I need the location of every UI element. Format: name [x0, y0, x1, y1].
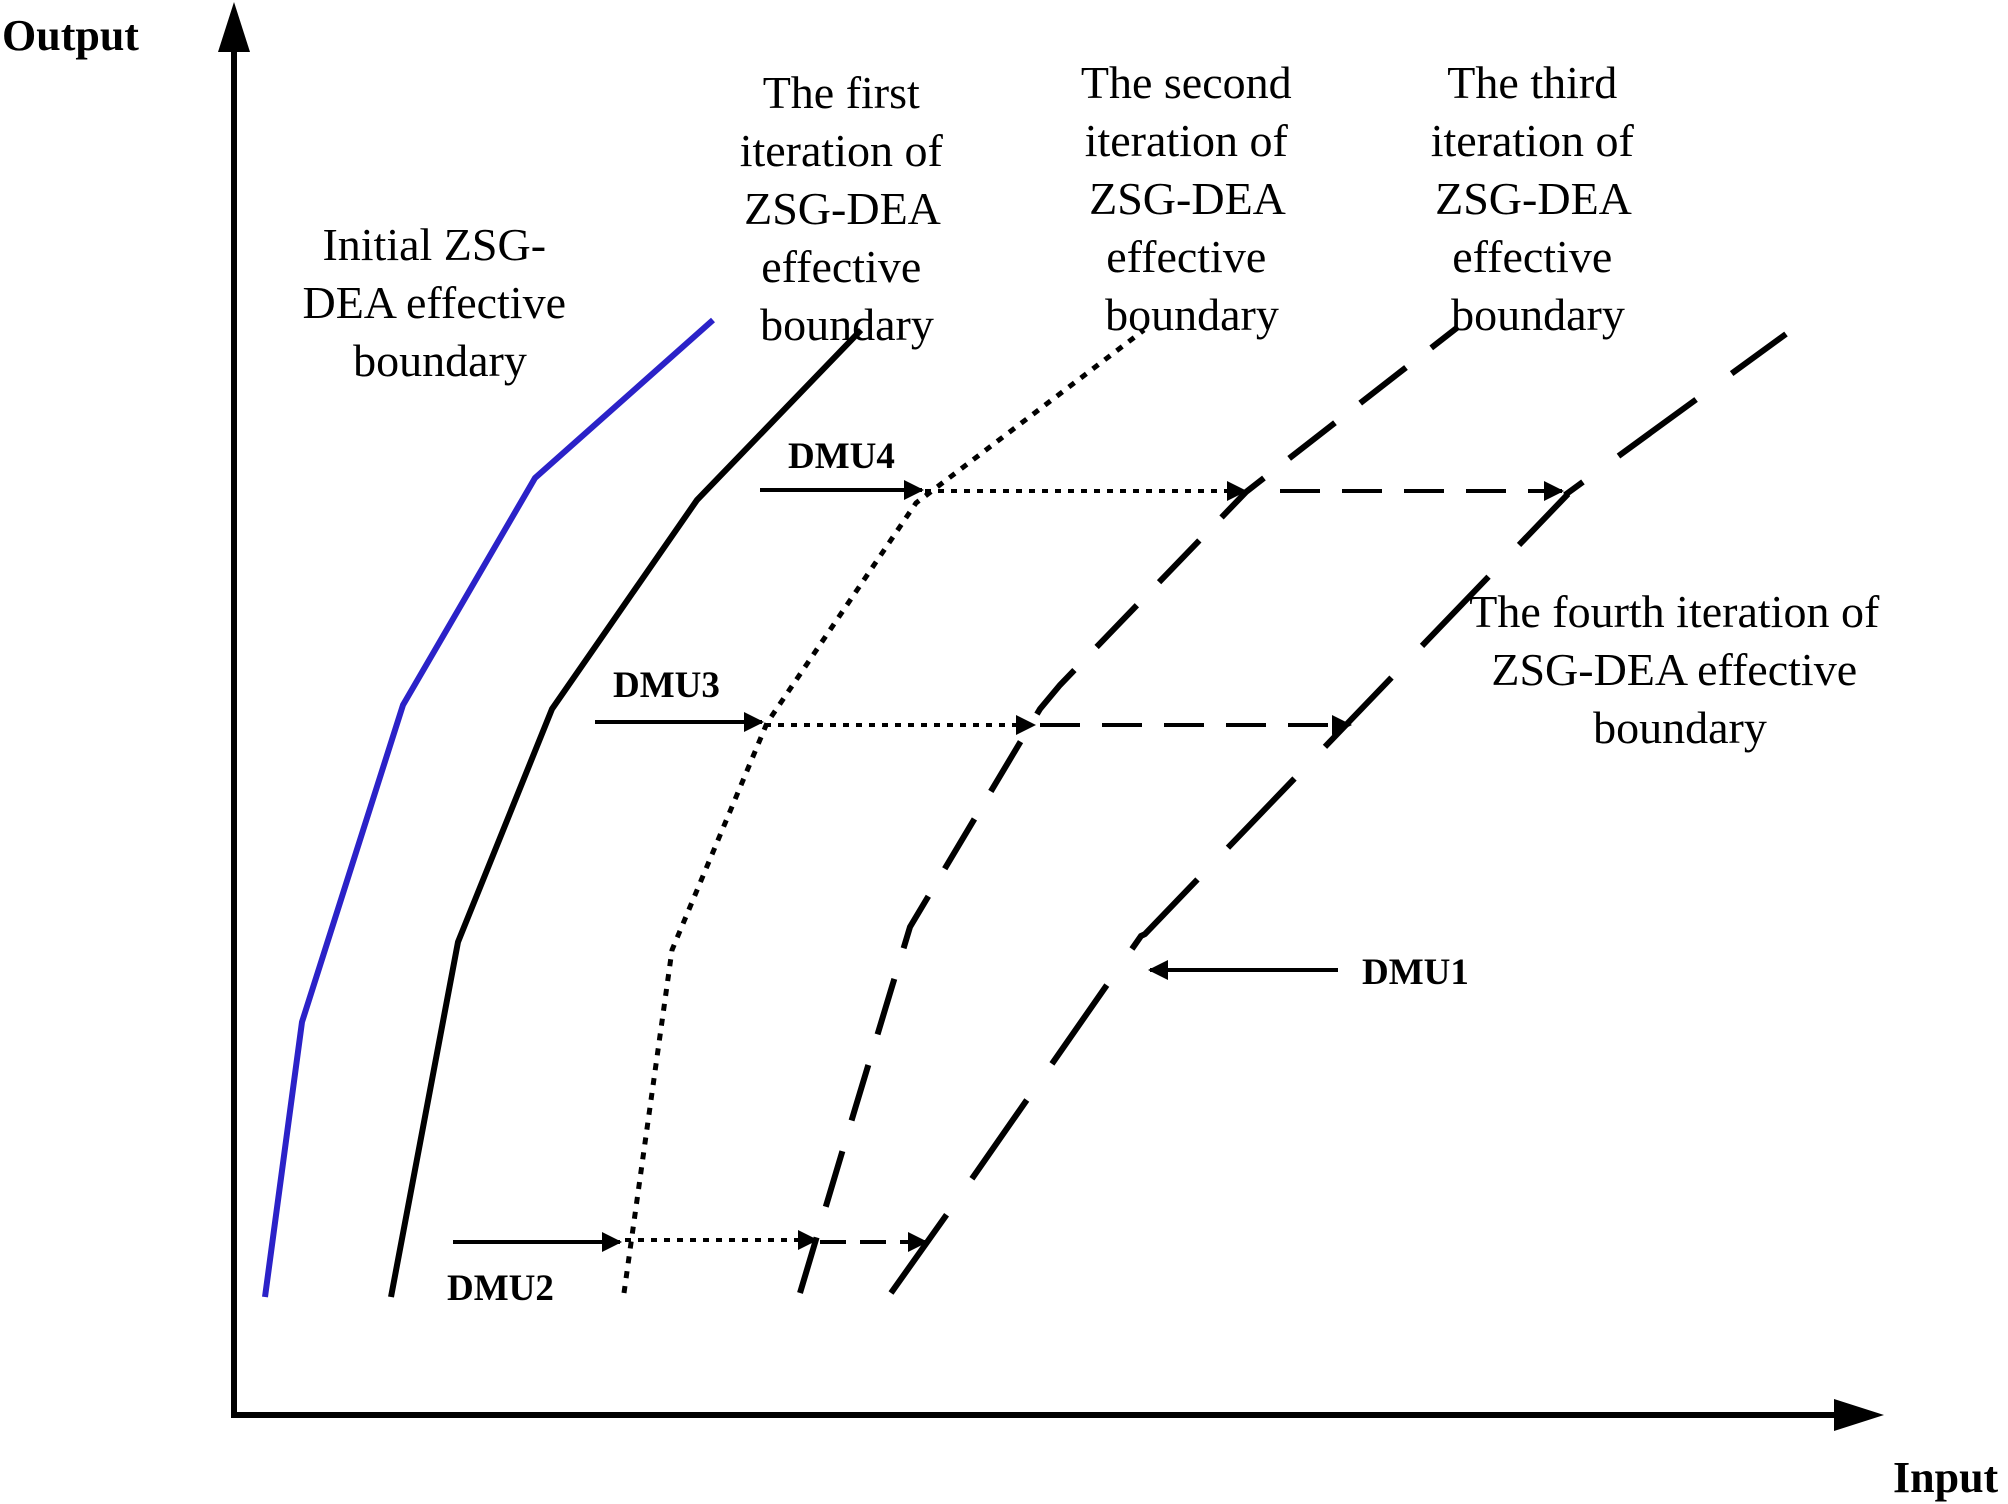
fourth-iteration-curve [888, 331, 1788, 1295]
second-iteration-label-line: boundary [1105, 289, 1279, 340]
fourth-iteration-label-line: ZSG-DEA effective [1491, 644, 1857, 695]
boundary-curves [262, 317, 1788, 1298]
dmu1-label: DMU1 [1362, 952, 1469, 993]
third-iteration-label-line: The third [1447, 57, 1617, 108]
third-iteration-curve [797, 324, 1460, 1294]
initial-boundary-label-line: Initial ZSG- [322, 219, 546, 270]
initial-boundary-label-line: boundary [353, 335, 527, 386]
first-iteration-label: The first iteration of ZSG-DEA effective… [740, 67, 955, 350]
initial-boundary-label: Initial ZSG- DEA effective boundary [302, 219, 577, 386]
second-iteration-label-line: The second [1081, 57, 1292, 108]
dmu3-arrows [595, 712, 1352, 735]
second-iteration-label-line: iteration of [1085, 115, 1289, 166]
boundary-labels: Initial ZSG- DEA effective boundary The … [302, 57, 1891, 753]
first-iteration-label-line: boundary [760, 299, 934, 350]
second-iteration-label-line: ZSG-DEA [1089, 173, 1286, 224]
fourth-iteration-label-line: The fourth iteration of [1469, 586, 1880, 637]
initial-boundary-curve [262, 317, 715, 1298]
third-iteration-label-line: ZSG-DEA [1435, 173, 1632, 224]
y-axis-label: Output [2, 11, 139, 60]
first-iteration-label-line: The first [763, 67, 920, 118]
initial-boundary-label-line: DEA effective [302, 277, 566, 328]
third-iteration-label: The third iteration of ZSG-DEA effective… [1431, 57, 1646, 340]
fourth-iteration-label-line: boundary [1593, 702, 1767, 753]
x-axis-label: Input [1893, 1453, 1999, 1502]
first-iteration-curve [388, 327, 864, 1298]
third-iteration-label-line: effective [1452, 231, 1612, 282]
second-iteration-curve [621, 328, 1146, 1294]
y-axis-arrowhead [218, 2, 250, 52]
second-iteration-label: The second iteration of ZSG-DEA effectiv… [1081, 57, 1303, 340]
third-iteration-label-line: iteration of [1431, 115, 1635, 166]
dmu4-arrows [760, 480, 1564, 501]
dmu2-arrows [453, 1230, 928, 1252]
fourth-iteration-label: The fourth iteration of ZSG-DEA effectiv… [1469, 586, 1891, 753]
x-axis-arrowhead [1834, 1399, 1884, 1431]
third-iteration-label-line: boundary [1451, 289, 1625, 340]
dmu2-label: DMU2 [447, 1268, 554, 1309]
dmu4-label: DMU4 [788, 436, 895, 477]
dmu3-label: DMU3 [613, 665, 720, 706]
first-iteration-label-line: iteration of [740, 125, 944, 176]
first-iteration-label-line: ZSG-DEA [744, 183, 941, 234]
dmu-labels: DMU4 DMU3 DMU2 DMU1 [447, 436, 1469, 1309]
first-iteration-label-line: effective [761, 241, 921, 292]
second-iteration-label-line: effective [1106, 231, 1266, 282]
